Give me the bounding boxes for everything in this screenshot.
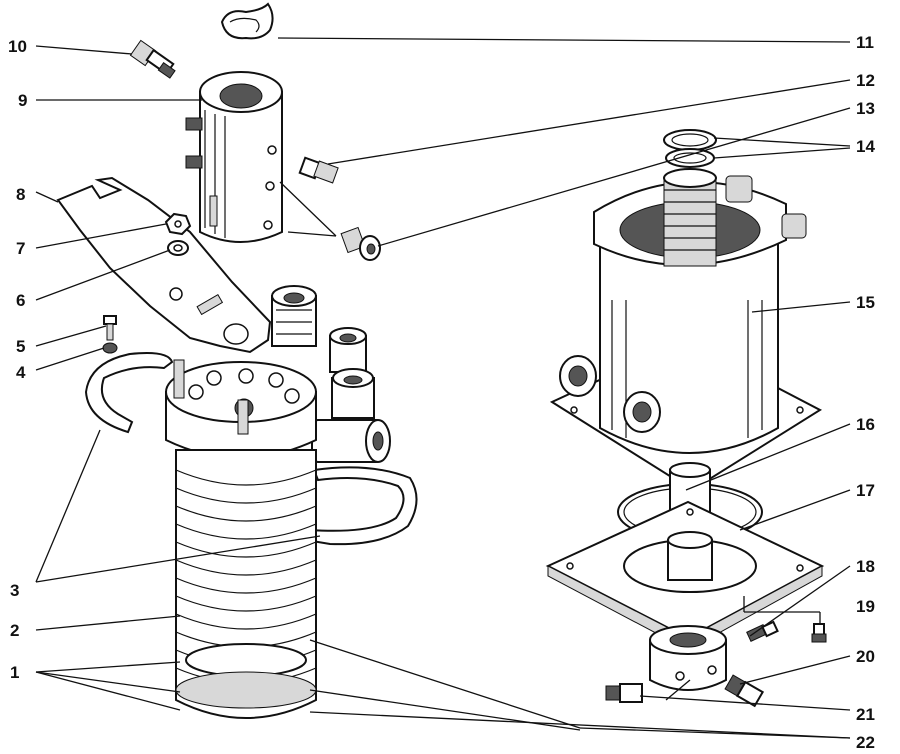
callout-12: 12 xyxy=(856,71,875,90)
callout-4: 4 xyxy=(16,363,26,382)
part-4-washer xyxy=(102,342,118,354)
callout-labels: 10 9 8 7 6 5 4 3 2 1 11 12 13 14 15 16 1… xyxy=(8,33,875,752)
part-6-washer xyxy=(167,240,189,256)
part-15-cylinder xyxy=(549,168,823,492)
callout-15: 15 xyxy=(856,293,875,312)
callout-22: 22 xyxy=(856,733,875,752)
callout-10: 10 xyxy=(8,37,27,56)
ring-stack xyxy=(175,449,317,719)
valve-block xyxy=(271,285,391,463)
callout-14: 14 xyxy=(856,137,875,156)
callout-9: 9 xyxy=(18,91,27,110)
part-3-split-ring xyxy=(84,352,174,434)
part-5-bolt xyxy=(103,315,117,341)
callout-19: 19 xyxy=(856,597,875,616)
callout-20: 20 xyxy=(856,647,875,666)
callout-17: 17 xyxy=(856,481,875,500)
callout-16: 16 xyxy=(856,415,875,434)
callout-7: 7 xyxy=(16,239,25,258)
part-7-nut xyxy=(164,212,192,236)
part-10-fitting xyxy=(129,39,176,79)
part-18-screw xyxy=(746,620,779,642)
callout-1: 1 xyxy=(10,663,19,682)
collar xyxy=(649,625,727,691)
part-8-lever xyxy=(56,176,272,354)
callout-3: 3 xyxy=(10,581,19,600)
leader-lines xyxy=(35,37,851,739)
callout-11: 11 xyxy=(856,33,874,52)
part-19-screw xyxy=(811,623,827,643)
part-14-rings xyxy=(663,129,717,168)
part-9-coupling xyxy=(185,71,283,243)
part-20-fitting xyxy=(724,674,765,708)
part-3-gasket xyxy=(304,466,418,546)
callout-13: 13 xyxy=(856,99,875,118)
callout-5: 5 xyxy=(16,337,25,356)
part-13-fitting xyxy=(340,226,381,261)
part-21-fitting xyxy=(605,683,643,703)
part-11-clip xyxy=(220,2,274,40)
callout-6: 6 xyxy=(16,291,25,310)
callout-21: 21 xyxy=(856,705,875,724)
piston-head xyxy=(165,359,317,459)
callout-18: 18 xyxy=(856,557,875,576)
part-12-fitting xyxy=(298,156,339,184)
callout-8: 8 xyxy=(16,185,25,204)
callout-2: 2 xyxy=(10,621,19,640)
